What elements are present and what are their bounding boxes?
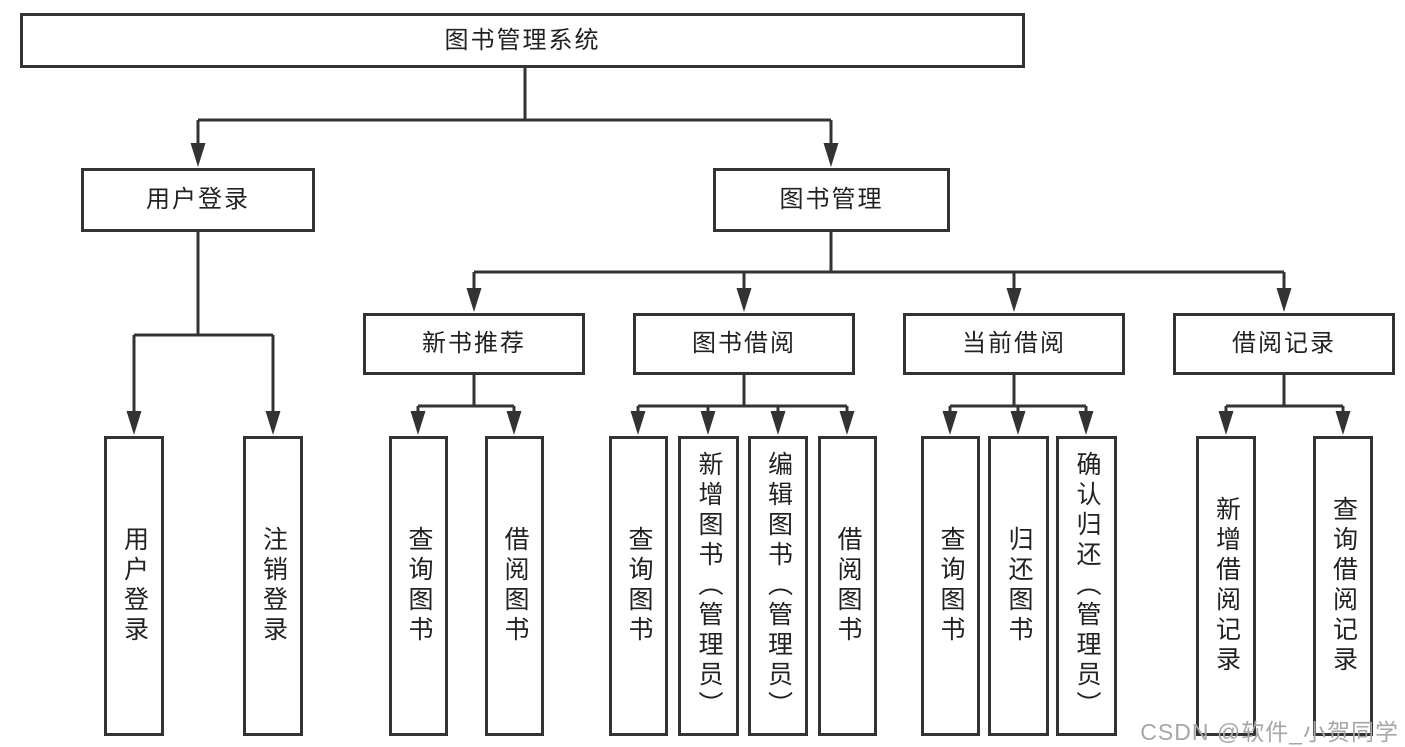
node-user-login-label: 用户登录 [146, 186, 250, 213]
arrowhead [736, 288, 752, 312]
leaf-borrow-book-label: 借阅图书 [501, 526, 529, 646]
node-new-book-recommendation: 新书推荐 [363, 313, 585, 375]
node-borrowing-records-label: 借阅记录 [1232, 330, 1336, 357]
arrowhead [506, 411, 522, 435]
leaf-edit-book-admin: 编辑图书（管理员） [748, 436, 808, 736]
node-book-borrowing: 图书借阅 [633, 313, 855, 375]
arrowhead [265, 411, 281, 435]
arrowhead [823, 143, 839, 167]
node-book-management-label: 图书管理 [779, 186, 884, 213]
arrowhead [1218, 411, 1234, 435]
leaf-user-login: 用户登录 [104, 436, 164, 736]
leaf-query-book: 查询图书 [389, 436, 448, 736]
leaf-logout: 注销登录 [243, 436, 303, 736]
arrowhead [1078, 411, 1094, 435]
arrowhead [630, 411, 646, 435]
arrowhead [466, 288, 482, 312]
leaf-logout-label: 注销登录 [259, 526, 288, 646]
arrowhead [126, 411, 142, 435]
arrowhead [1276, 288, 1292, 312]
leaf-query-book-2-label: 查询图书 [625, 526, 653, 646]
arrowheads [126, 143, 1351, 435]
node-user-login: 用户登录 [81, 168, 315, 232]
leaf-add-book-admin-label: 新增图书（管理员） [695, 451, 723, 721]
leaf-query-book-3: 查询图书 [921, 436, 980, 736]
node-book-management: 图书管理 [713, 168, 950, 232]
leaf-add-book-admin: 新增图书（管理员） [678, 436, 739, 736]
node-borrowing-records: 借阅记录 [1173, 313, 1395, 375]
leaf-borrow-book: 借阅图书 [485, 436, 544, 736]
arrowhead [700, 411, 716, 435]
leaf-add-borrow-record-label: 新增借阅记录 [1212, 496, 1241, 676]
watermark: CSDN @软件_小贺同学 [1140, 719, 1399, 745]
leaf-borrow-book-2: 借阅图书 [818, 436, 877, 736]
arrowhead [1006, 288, 1022, 312]
arrowhead [839, 411, 855, 435]
leaf-confirm-return-admin: 确认归还（管理员） [1056, 436, 1117, 736]
leaf-edit-book-admin-label: 编辑图书（管理员） [764, 451, 793, 721]
leaf-add-borrow-record: 新增借阅记录 [1196, 436, 1256, 736]
node-new-book-recommendation-label: 新书推荐 [422, 330, 526, 357]
arrowhead [942, 411, 958, 435]
leaf-confirm-return-admin-label: 确认归还（管理员） [1073, 451, 1101, 721]
node-library-system-label: 图书管理系统 [444, 26, 601, 54]
leaf-query-book-3-label: 查询图书 [937, 526, 965, 646]
leaf-query-borrow-record: 查询借阅记录 [1313, 436, 1373, 736]
leaf-query-book-label: 查询图书 [405, 526, 433, 646]
node-current-borrowing: 当前借阅 [903, 313, 1125, 375]
arrowhead [1335, 411, 1351, 435]
leaf-return-book: 归还图书 [988, 436, 1049, 736]
node-current-borrowing-label: 当前借阅 [962, 330, 1066, 357]
arrowhead [190, 143, 206, 167]
arrowhead [1010, 411, 1026, 435]
arrowhead [410, 411, 426, 435]
leaf-query-book-2: 查询图书 [609, 436, 668, 736]
node-library-system: 图书管理系统 [20, 13, 1025, 68]
arrowhead [770, 411, 786, 435]
leaf-return-book-label: 归还图书 [1005, 526, 1033, 646]
leaf-borrow-book-2-label: 借阅图书 [834, 526, 862, 646]
leaf-user-login-label: 用户登录 [120, 526, 149, 646]
leaf-query-borrow-record-label: 查询借阅记录 [1329, 496, 1358, 676]
node-book-borrowing-label: 图书借阅 [692, 330, 796, 357]
